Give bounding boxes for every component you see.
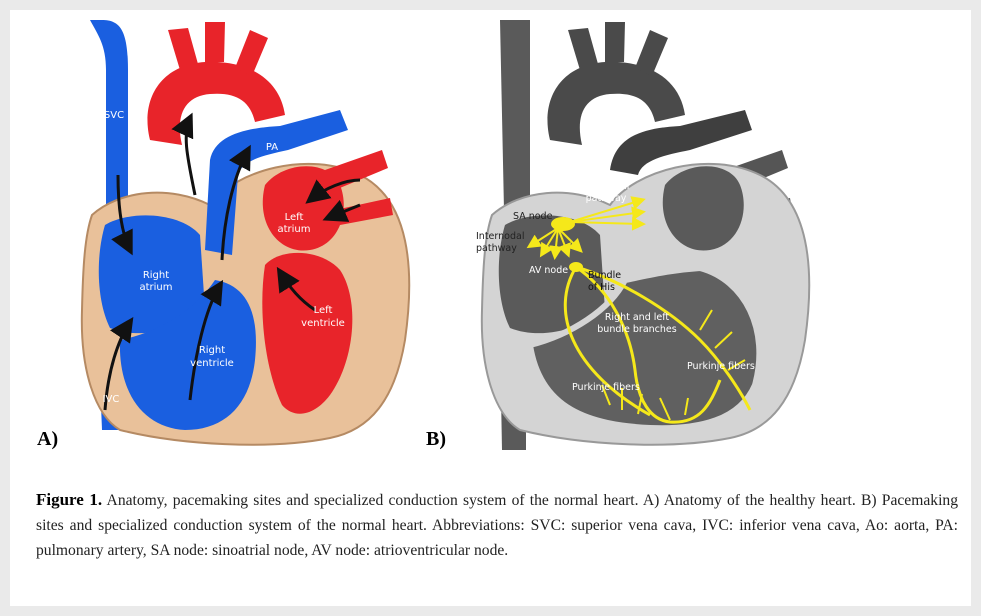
label-bundle-branches-2: bundle branches <box>597 324 676 335</box>
label-svc: SVC <box>104 110 124 121</box>
panel-b-conduction: Interatrial pathway SA node Internodal p… <box>476 20 809 450</box>
label-left-ventricle-2: ventricle <box>301 318 345 329</box>
label-right-ventricle-2: ventricle <box>190 358 234 369</box>
panel-b-letter: B) <box>426 428 446 451</box>
caption-lead: Figure 1. <box>36 490 102 509</box>
label-av-node: AV node <box>529 265 568 276</box>
label-bundle-his-1: Bundle <box>588 270 621 281</box>
av-node <box>569 262 583 272</box>
label-bundle-his-2: of His <box>588 282 615 293</box>
caption-text: Anatomy, pacemaking sites and specialize… <box>36 492 958 559</box>
label-purkinje-left: Purkinje fibers <box>572 382 640 393</box>
label-internodal-1: Internodal <box>476 231 524 242</box>
label-left-atrium-2: atrium <box>277 224 310 235</box>
heart-figure: SVC Ao PA Left atrium Right atrium Left … <box>10 10 971 470</box>
svc-gray <box>500 20 530 210</box>
label-internodal-2: pathway <box>476 243 517 254</box>
label-interatrial-1: Interatrial <box>583 181 630 192</box>
label-interatrial-2: pathway <box>586 193 627 204</box>
label-right-atrium-1: Right <box>143 270 169 281</box>
label-sa-node: SA node <box>513 211 553 222</box>
label-pa: PA <box>266 142 278 153</box>
sa-node <box>551 217 575 231</box>
panel-a-anatomy: SVC Ao PA Left atrium Right atrium Left … <box>82 20 409 445</box>
label-right-atrium-2: atrium <box>139 282 172 293</box>
label-left-atrium-1: Left <box>285 212 304 223</box>
figure-caption: Figure 1. Anatomy, pacemaking sites and … <box>36 487 958 563</box>
label-purkinje-right: Purkinje fibers <box>687 361 755 372</box>
label-ivc: IVC <box>103 394 120 405</box>
panel-a-letter: A) <box>37 428 58 451</box>
figure-frame: SVC Ao PA Left atrium Right atrium Left … <box>10 10 971 606</box>
label-bundle-branches-1: Right and left <box>605 312 670 323</box>
label-right-ventricle-1: Right <box>199 345 225 356</box>
label-left-ventricle-1: Left <box>314 305 333 316</box>
label-ao: Ao <box>212 120 225 131</box>
